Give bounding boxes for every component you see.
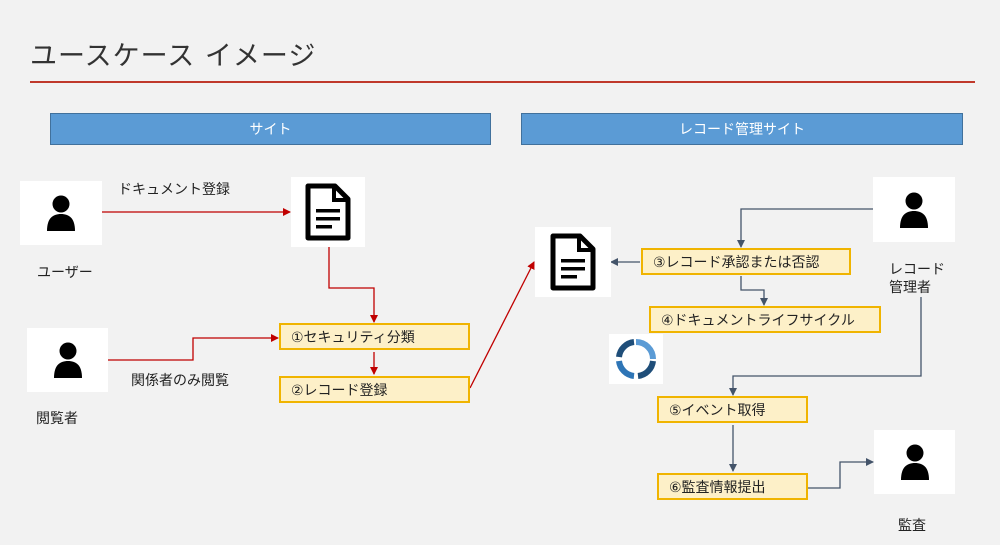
auditor-label: 監査 [898, 518, 926, 534]
edge-label-document-registration: ドキュメント登録 [118, 182, 230, 198]
step-document-lifecycle: ④ドキュメントライフサイクル [649, 306, 881, 333]
arrow-manager-to-approve [737, 208, 873, 248]
arrow-audit-to-auditor [807, 458, 874, 489]
step-approve-or-reject: ③レコード承認または否認 [641, 248, 851, 275]
lane-site: サイト [50, 113, 491, 145]
person-icon [53, 342, 82, 378]
arrow-approve-to-lifecycle [740, 276, 768, 306]
site-document-tile [291, 177, 365, 247]
lifecycle-icon [616, 339, 656, 379]
edge-label-related-only-view: 関係者のみ閲覧 [131, 373, 229, 389]
lane-records-site: レコード管理サイト [521, 113, 963, 145]
arrow-viewer-to-security [108, 334, 279, 361]
user-tile [20, 181, 102, 245]
records-manager-tile [873, 177, 955, 242]
user-label: ユーザー [37, 265, 93, 281]
document-icon [305, 183, 351, 241]
step-event-capture: ⑤イベント取得 [657, 396, 808, 423]
records-manager-label-line2: 管理者 [889, 280, 931, 296]
step-security-classification: ①セキュリティ分類 [279, 323, 470, 350]
step-audit-submission: ⑥監査情報提出 [657, 473, 808, 500]
auditor-tile [874, 430, 955, 494]
arrow-manager-to-event [729, 297, 922, 396]
viewer-label: 閲覧者 [36, 411, 78, 427]
records-document-tile [535, 227, 611, 297]
arrow-document-to-security [328, 247, 378, 323]
arrow-register-to-records-document [469, 261, 535, 389]
page-title: ユースケース イメージ [30, 41, 317, 72]
step-record-registration: ②レコード登録 [279, 376, 470, 403]
title-underline [30, 81, 975, 83]
lifecycle-tile [609, 334, 663, 384]
person-icon [900, 192, 928, 228]
person-icon [900, 444, 929, 480]
person-icon [47, 195, 75, 231]
viewer-tile [27, 328, 108, 392]
document-icon [550, 233, 596, 291]
records-manager-label-line1: レコード [889, 262, 945, 278]
